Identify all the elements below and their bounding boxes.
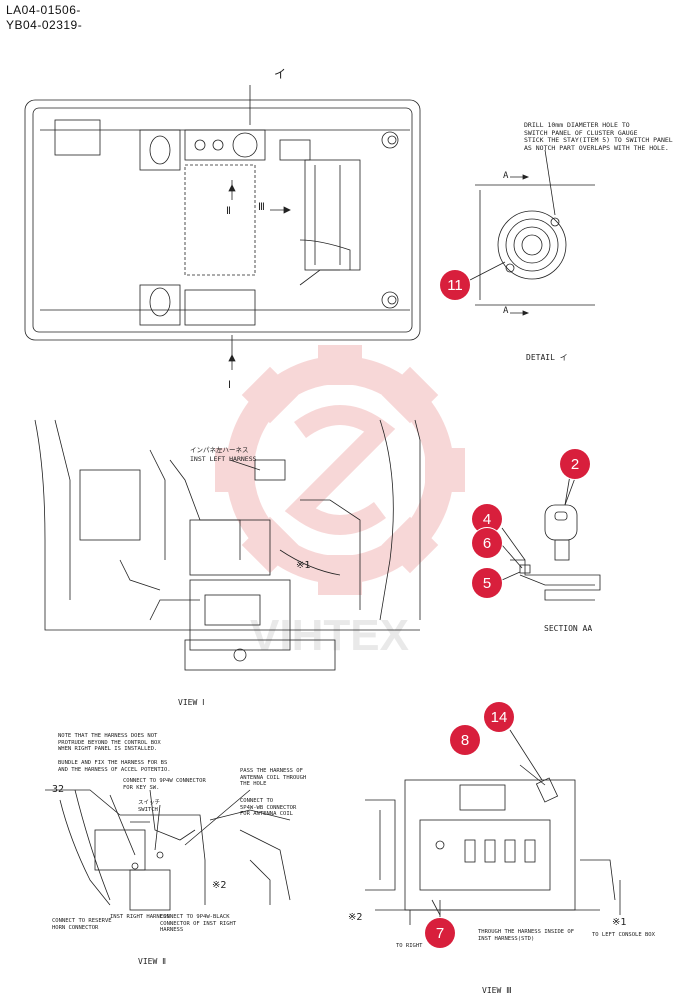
callout-6: 6 <box>472 528 502 558</box>
detail-note: DRILL 10mm DIAMETER HOLE TO SWITCH PANEL… <box>524 121 673 152</box>
view-1-note-mark: ※1 <box>296 560 311 571</box>
doc-number-1: LA04-01506- <box>6 3 81 17</box>
view-1-mark: Ⅰ <box>228 380 231 391</box>
item-32-label: 32 <box>52 784 65 795</box>
callout-7: 7 <box>425 918 455 948</box>
bundle-note: BUNDLE AND FIX THE HARNESS FOR BS AND TH… <box>58 760 171 773</box>
watermark-logo: VIHTEX <box>215 345 465 660</box>
antenna-note: PASS THE HARNESS OF ANTENNA COIL THROUGH… <box>240 768 307 787</box>
view-1-caption: VIEW Ⅰ <box>178 698 205 707</box>
callout-14: 14 <box>484 702 514 732</box>
view-2-caption: VIEW Ⅱ <box>138 957 167 966</box>
key-switch-connect-note: CONNECT TO 9P4W CONNECTOR FOR KEY SW. <box>123 778 206 791</box>
inst-right-harness-label: INST RIGHT HARNESS <box>110 914 170 920</box>
callout-leaders <box>431 261 576 916</box>
callout-2: 2 <box>560 449 590 479</box>
to-right-label: TO RIGHT <box>396 943 423 949</box>
callout-5: 5 <box>472 568 502 598</box>
switch-jp-label: スイッチ <box>138 800 161 806</box>
view-3-mark-2: ※2 <box>348 912 363 923</box>
top-plan-view <box>24 85 421 370</box>
view-3-drawing <box>365 764 621 925</box>
svg-text:VIHTEX: VIHTEX <box>250 611 409 660</box>
section-a-bottom-label: A <box>503 306 509 316</box>
doc-number-2: YB04-02319- <box>6 18 83 32</box>
through-harness-note: THROUGH THE HARNESS INSIDE OF INST HARNE… <box>478 929 575 942</box>
view-2-mark: Ⅱ <box>226 206 231 217</box>
harness-jp-label: インパネ左ハーネス <box>190 446 249 454</box>
harness-en-label: INST LEFT HARNESS <box>190 455 257 463</box>
detail-mark: イ <box>274 67 287 81</box>
to-left-console-label: TO LEFT CONSOLE BOX <box>592 932 655 938</box>
switch-en-label: SWITCH <box>138 807 158 813</box>
antenna-connect-note: CONNECT TO 5P4W-WB CONNECTOR FOR ANTENNA… <box>240 798 297 817</box>
detail-i-view <box>475 149 595 316</box>
view-2-note: NOTE THAT THE HARNESS DOES NOT PROTRUDE … <box>58 733 161 752</box>
section-aa-caption: SECTION AA <box>544 624 593 633</box>
view-3-caption: VIEW Ⅲ <box>482 986 512 995</box>
view-3-mark: Ⅲ <box>258 202 265 213</box>
reserve-horn-note: CONNECT TO RESERVE HORN CONNECTOR <box>52 918 112 931</box>
view-3-mark-1: ※1 <box>612 917 627 928</box>
callout-8: 8 <box>450 725 480 755</box>
black-connector-note: CONNECT TO 9P4W-BLACK CONNECTOR OF INST … <box>160 914 237 933</box>
view-2-mark-2: ※2 <box>212 880 227 891</box>
callout-11: 11 <box>440 270 470 300</box>
section-a-top-label: A <box>503 171 509 181</box>
detail-caption: DETAIL イ <box>526 353 568 362</box>
view-2-drawing <box>45 789 291 911</box>
section-aa-drawing <box>510 474 601 601</box>
view-1-drawing <box>34 419 421 671</box>
